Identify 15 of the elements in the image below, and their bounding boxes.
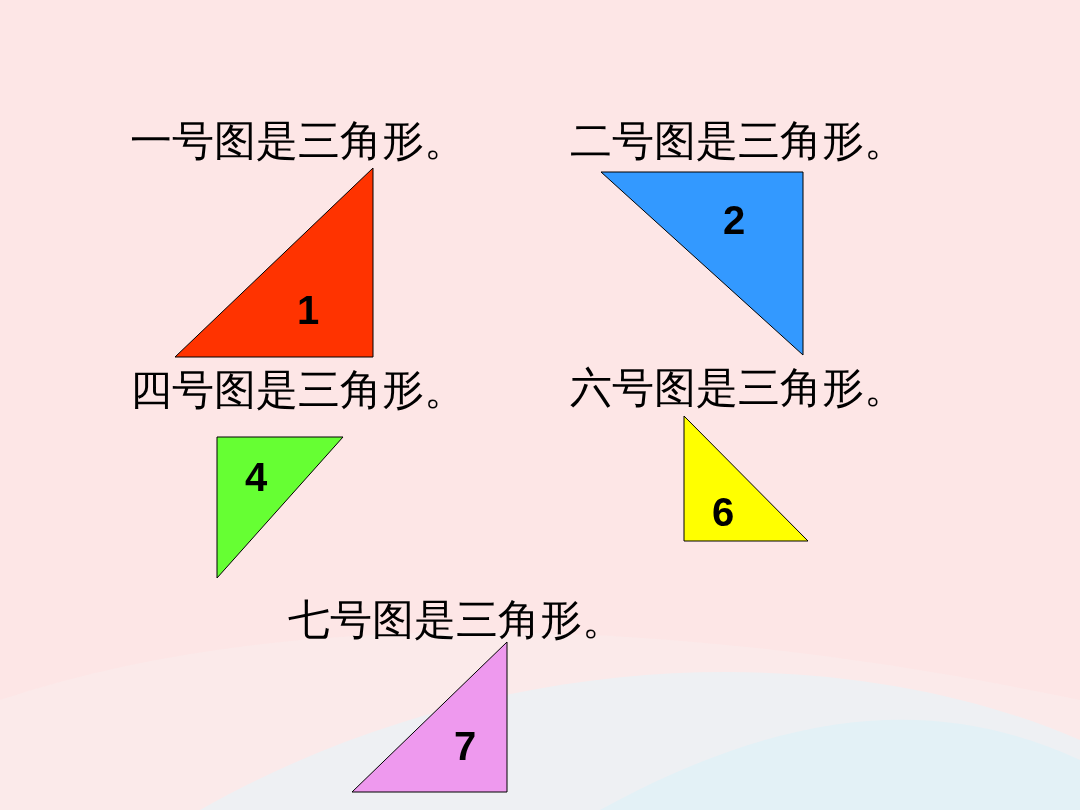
- sentence: 四号图是三角形。: [130, 366, 466, 414]
- triangle: [684, 416, 808, 541]
- sentence: 二号图是三角形。: [570, 117, 906, 165]
- sentence: 一号图是三角形。: [130, 117, 466, 165]
- triangle: [217, 437, 343, 578]
- triangle: [352, 642, 507, 792]
- triangle: [175, 168, 373, 357]
- sentence: 六号图是三角形。: [570, 364, 906, 412]
- triangle-number: 7: [454, 726, 477, 766]
- triangle-number: 6: [712, 492, 735, 532]
- triangle: [601, 172, 803, 355]
- triangle-number: 2: [723, 200, 746, 240]
- sentence: 七号图是三角形。: [288, 596, 624, 644]
- triangle-number: 1: [297, 290, 320, 330]
- triangle-number: 4: [245, 457, 268, 497]
